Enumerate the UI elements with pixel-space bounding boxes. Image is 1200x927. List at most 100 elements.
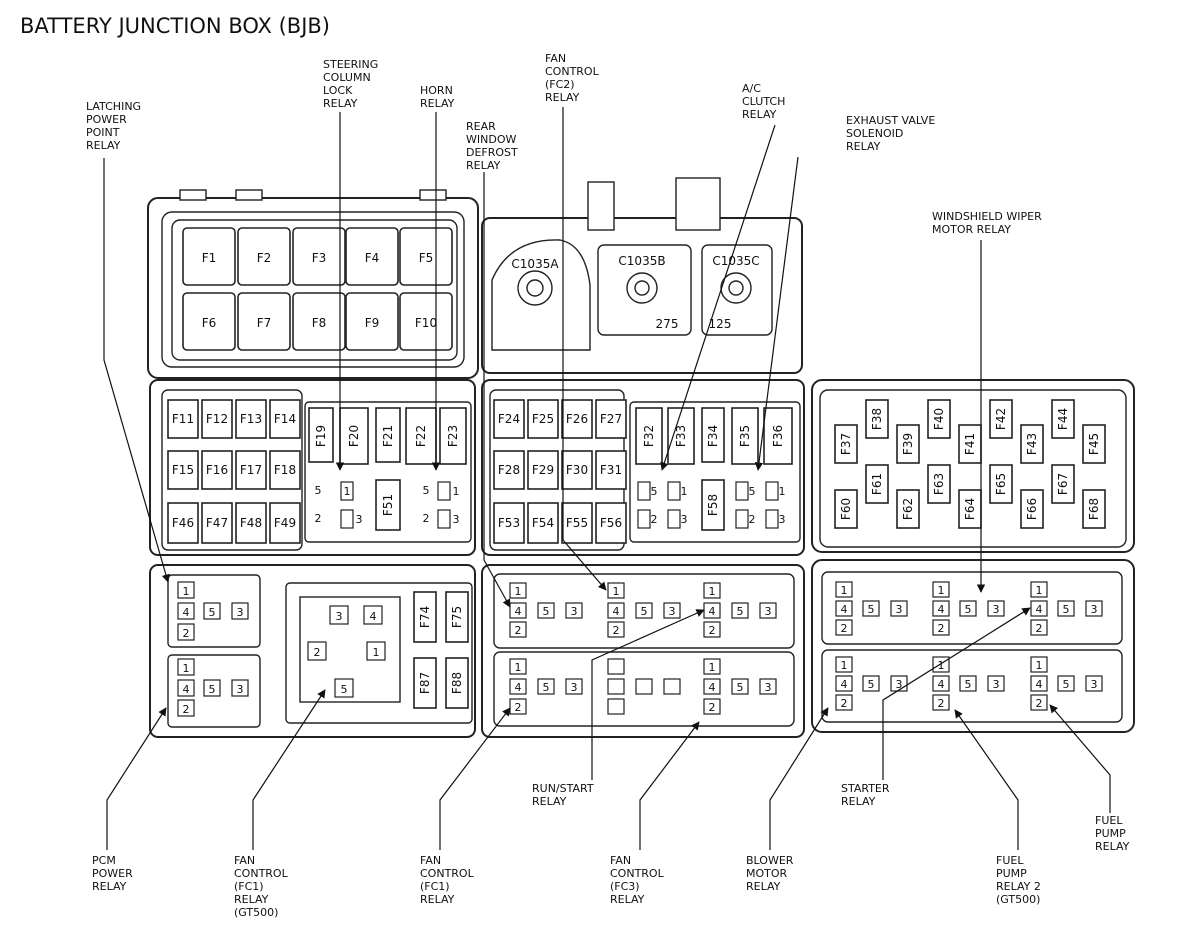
- pin-label: 4: [515, 605, 522, 618]
- pin-label: 2: [315, 512, 322, 525]
- fuse-label-f23: F23: [446, 425, 460, 447]
- pin-label: 3: [681, 513, 688, 526]
- pin-label: 4: [370, 610, 377, 623]
- fuse-label-f43: F43: [1025, 433, 1039, 455]
- pin-label: 4: [938, 678, 945, 691]
- pin-label: 3: [765, 605, 772, 618]
- pin-label: 3: [993, 678, 1000, 691]
- left-relay-section: F19 F20 F21 F22 F23 F51 5 1 2 3 5 1 2 3: [304, 401, 472, 543]
- fuse-label-f53: F53: [498, 516, 520, 530]
- pin-label: 2: [709, 701, 716, 714]
- callout-fan-control-fc3-relay: FAN CONTROL (FC3) RELAY: [610, 854, 667, 906]
- fuse-label-f15: F15: [172, 463, 194, 477]
- fuse-label-f8: F8: [312, 316, 327, 330]
- fuse-label-f54: F54: [532, 516, 554, 530]
- fuse-label-f32: F32: [642, 425, 656, 447]
- pin-label: 1: [1036, 584, 1043, 597]
- pin-label: 2: [709, 624, 716, 637]
- fuse-label-f10: F10: [415, 316, 437, 330]
- pin-label: 1: [709, 661, 716, 674]
- pin-label: 2: [183, 627, 190, 640]
- fuse-f3: [292, 227, 346, 286]
- pin-label: 2: [515, 701, 522, 714]
- pin-label: 1: [613, 585, 620, 598]
- fuse-label-f62: F62: [901, 498, 915, 520]
- fuse-label-f14: F14: [274, 412, 296, 426]
- fuse-label-f37: F37: [839, 433, 853, 455]
- pin-label: 2: [938, 622, 945, 635]
- fuse-label-f64: F64: [963, 498, 977, 520]
- fuse-label-f45: F45: [1087, 433, 1101, 455]
- pin-label: 2: [749, 513, 756, 526]
- pin-label: 1: [373, 646, 380, 659]
- callout-fan-control-fc1-relay: FAN CONTROL (FC1) RELAY: [420, 854, 477, 906]
- fuse-label-f5: F5: [419, 251, 434, 265]
- fuse-label-f19: F19: [314, 425, 328, 447]
- pin-label: 1: [938, 584, 945, 597]
- callout-fan-control-fc1-relay-gt500: FAN CONTROL (FC1) RELAY (GT500): [234, 854, 291, 919]
- pin-label: 2: [841, 697, 848, 710]
- fuse-f4: [345, 227, 399, 286]
- pin-label: 5: [868, 603, 875, 616]
- fuse-label-f11: F11: [172, 412, 194, 426]
- callout-horn-relay: HORN RELAY: [420, 84, 456, 110]
- pin-label: 5: [1063, 678, 1070, 691]
- pin-label: 3: [1091, 603, 1098, 616]
- fuse-label-f49: F49: [274, 516, 296, 530]
- fuse-label-f34: F34: [706, 425, 720, 447]
- callout-fan-control-fc2-relay: FAN CONTROL (FC2) RELAY: [545, 52, 602, 104]
- callout-blower-motor-relay: BLOWER MOTOR RELAY: [746, 854, 797, 893]
- pin-label: 4: [1036, 678, 1043, 691]
- fuse-label-f56: F56: [600, 516, 622, 530]
- left-mini-fuse-grid: F11 F12 F13 F14 F15 F16 F17 F18 F46 F47 …: [167, 399, 301, 544]
- pin-label: 5: [737, 681, 744, 694]
- fuse-label-f31: F31: [600, 463, 622, 477]
- pin-label: 2: [314, 646, 321, 659]
- fuse-label-f65: F65: [994, 473, 1008, 495]
- fuse-label-f25: F25: [532, 412, 554, 426]
- bottom-left-relays: 1 4 5 3 2 1 4 5 3 2: [167, 574, 261, 728]
- pin-label: 1: [515, 661, 522, 674]
- fuse-label-f39: F39: [901, 433, 915, 455]
- fuse-label-f41: F41: [963, 433, 977, 455]
- pin-label: 3: [896, 678, 903, 691]
- pin-label: 5: [341, 683, 348, 696]
- middle-mini-fuse-grid: F24 F25 F26 F27 F28 F29 F30 F31 F53 F54 …: [493, 399, 627, 544]
- fuse-label-f16: F16: [206, 463, 228, 477]
- pin-label: 2: [515, 624, 522, 637]
- pin-label: 5: [543, 605, 550, 618]
- fuse-f5: [399, 227, 453, 286]
- fuse-f10: [399, 292, 453, 351]
- fuse-label-f22: F22: [414, 425, 428, 447]
- pin-label: 4: [709, 605, 716, 618]
- fuse-label-f12: F12: [206, 412, 228, 426]
- fuse-f9: [345, 292, 399, 351]
- fuse-label-f17: F17: [240, 463, 262, 477]
- pin-label: 2: [1036, 697, 1043, 710]
- fuse-label-f29: F29: [532, 463, 554, 477]
- right-fuse-group: F37 F38 F39 F40 F41 F42 F43 F44 F45 F60 …: [834, 399, 1106, 529]
- pin-label: 3: [765, 681, 772, 694]
- pin-label: 5: [651, 485, 658, 498]
- fuse-f8: [292, 292, 346, 351]
- fuse-label-f1: F1: [202, 251, 217, 265]
- fuse-label-f74: F74: [418, 606, 432, 628]
- pin-label: 2: [613, 624, 620, 637]
- fuse-label-f67: F67: [1056, 473, 1070, 495]
- pin-label: 2: [841, 622, 848, 635]
- callout-exhaust-valve-solenoid-relay: EXHAUST VALVE SOLENOID RELAY: [846, 114, 939, 153]
- leader-lines: [103, 107, 1111, 850]
- pin-label: 3: [779, 513, 786, 526]
- fuse-f1: [182, 227, 236, 286]
- pin-label: 3: [993, 603, 1000, 616]
- pin-label: 1: [779, 485, 786, 498]
- pin-label: 3: [571, 605, 578, 618]
- callout-fuel-pump-relay-2-gt500: FUEL PUMP RELAY 2 (GT500): [996, 854, 1044, 906]
- connector-c1035c-rating: 125: [709, 317, 732, 331]
- fuse-label-f36: F36: [771, 425, 785, 447]
- pin-label: 1: [709, 585, 716, 598]
- pin-label: 4: [1036, 603, 1043, 616]
- pin-label: 5: [1063, 603, 1070, 616]
- fuse-label-f35: F35: [738, 425, 752, 447]
- callout-steering-column-lock-relay: STEERING COLUMN LOCK RELAY: [323, 58, 382, 110]
